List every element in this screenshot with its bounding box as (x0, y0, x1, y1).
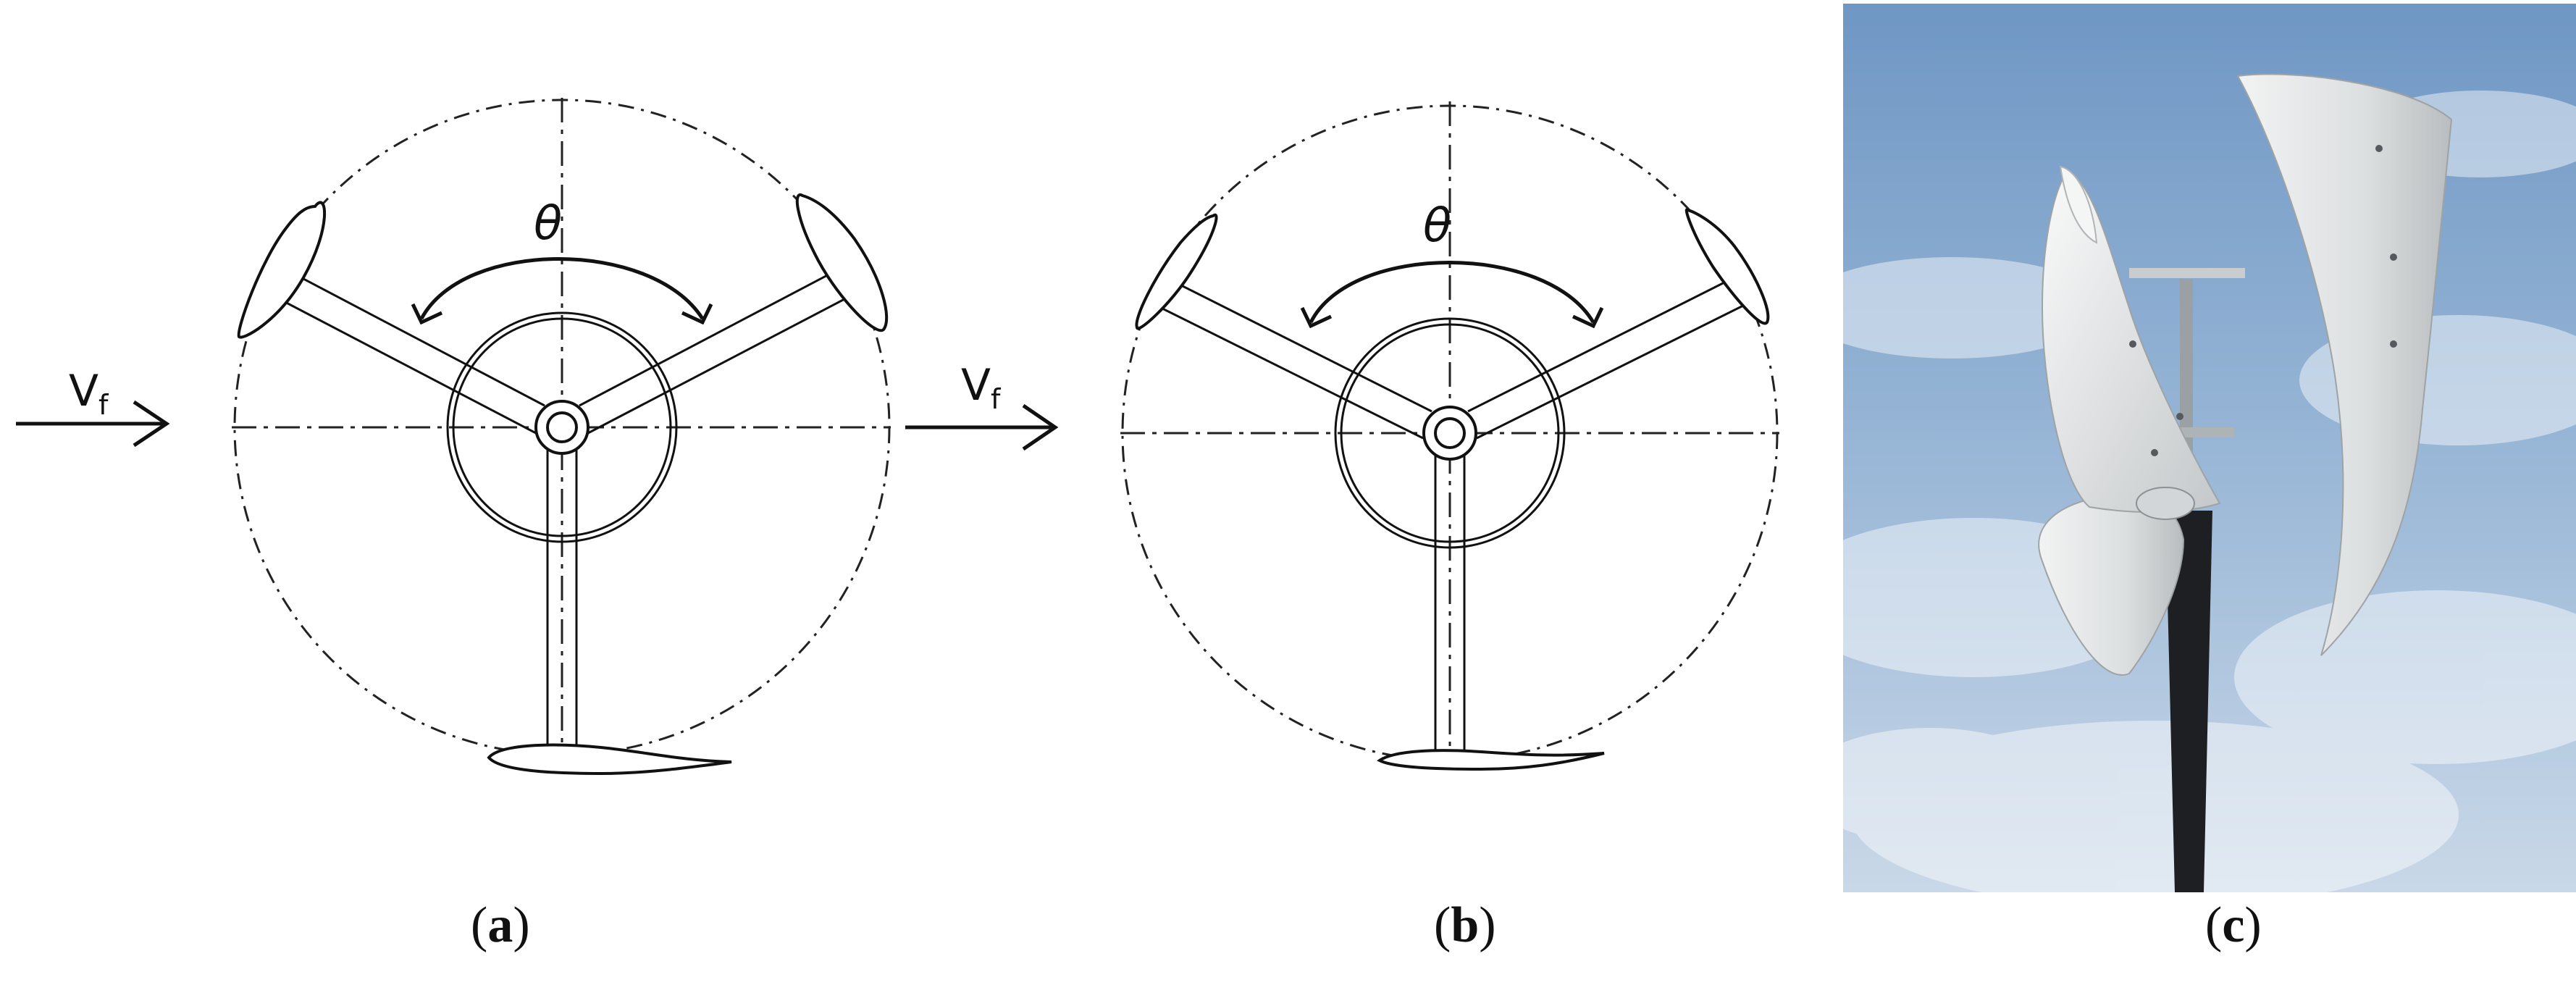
hub-disc-inner (1340, 323, 1560, 543)
rotor-arm-bottom (546, 449, 578, 746)
theta-arrowhead-right (1572, 306, 1604, 329)
hub-disc-outer (446, 311, 678, 543)
theta-arrowhead-right (681, 303, 713, 325)
theta-arrowhead-left (411, 303, 443, 325)
rotor-arm-left (1156, 277, 1432, 440)
pole (2165, 511, 2212, 892)
caption-c: (c) (2205, 897, 2262, 953)
hub-disc-inner (452, 317, 672, 537)
caption-a: (a) (471, 897, 530, 953)
shaft (1434, 417, 1466, 449)
rotor-arm-bottom (1434, 455, 1466, 753)
theta-arc (419, 257, 705, 320)
blade-left (237, 201, 327, 339)
blade-bottom (487, 743, 732, 776)
blade-bottom (1377, 749, 1605, 771)
blade-left (1135, 213, 1218, 330)
theta-arrowhead-left (1300, 306, 1333, 329)
theta-label: θ (1423, 199, 1451, 253)
rotor-arm-left (277, 270, 545, 435)
upper-strut (2129, 268, 2245, 278)
blade-lower-back (2038, 493, 2185, 676)
theta-label: θ (534, 197, 562, 251)
hub-disc-outer (1334, 317, 1566, 549)
theta-arc (1309, 261, 1595, 324)
rotor-arm-right (579, 270, 847, 435)
caption-b: (b) (1434, 897, 1496, 953)
blade-right (2236, 73, 2453, 656)
blade-right (795, 193, 889, 332)
blade-fasteners (2129, 145, 2397, 456)
photo-c (1843, 4, 2576, 892)
shaft (546, 411, 578, 443)
blade-right (1685, 208, 1770, 325)
wind-arrow (905, 403, 1059, 451)
wind-arrow (16, 400, 170, 448)
diagram-b: Vf θ (887, 0, 1792, 833)
rotor-arm-right (1467, 277, 1744, 440)
diagram-a: θ Vf (0, 0, 905, 833)
rotor-end-cap (2136, 487, 2195, 520)
blade-left-tip (2059, 165, 2098, 244)
wind-velocity-label: Vf (961, 360, 1002, 415)
wind-velocity-label: Vf (69, 366, 109, 421)
sky-background (1843, 4, 2576, 892)
